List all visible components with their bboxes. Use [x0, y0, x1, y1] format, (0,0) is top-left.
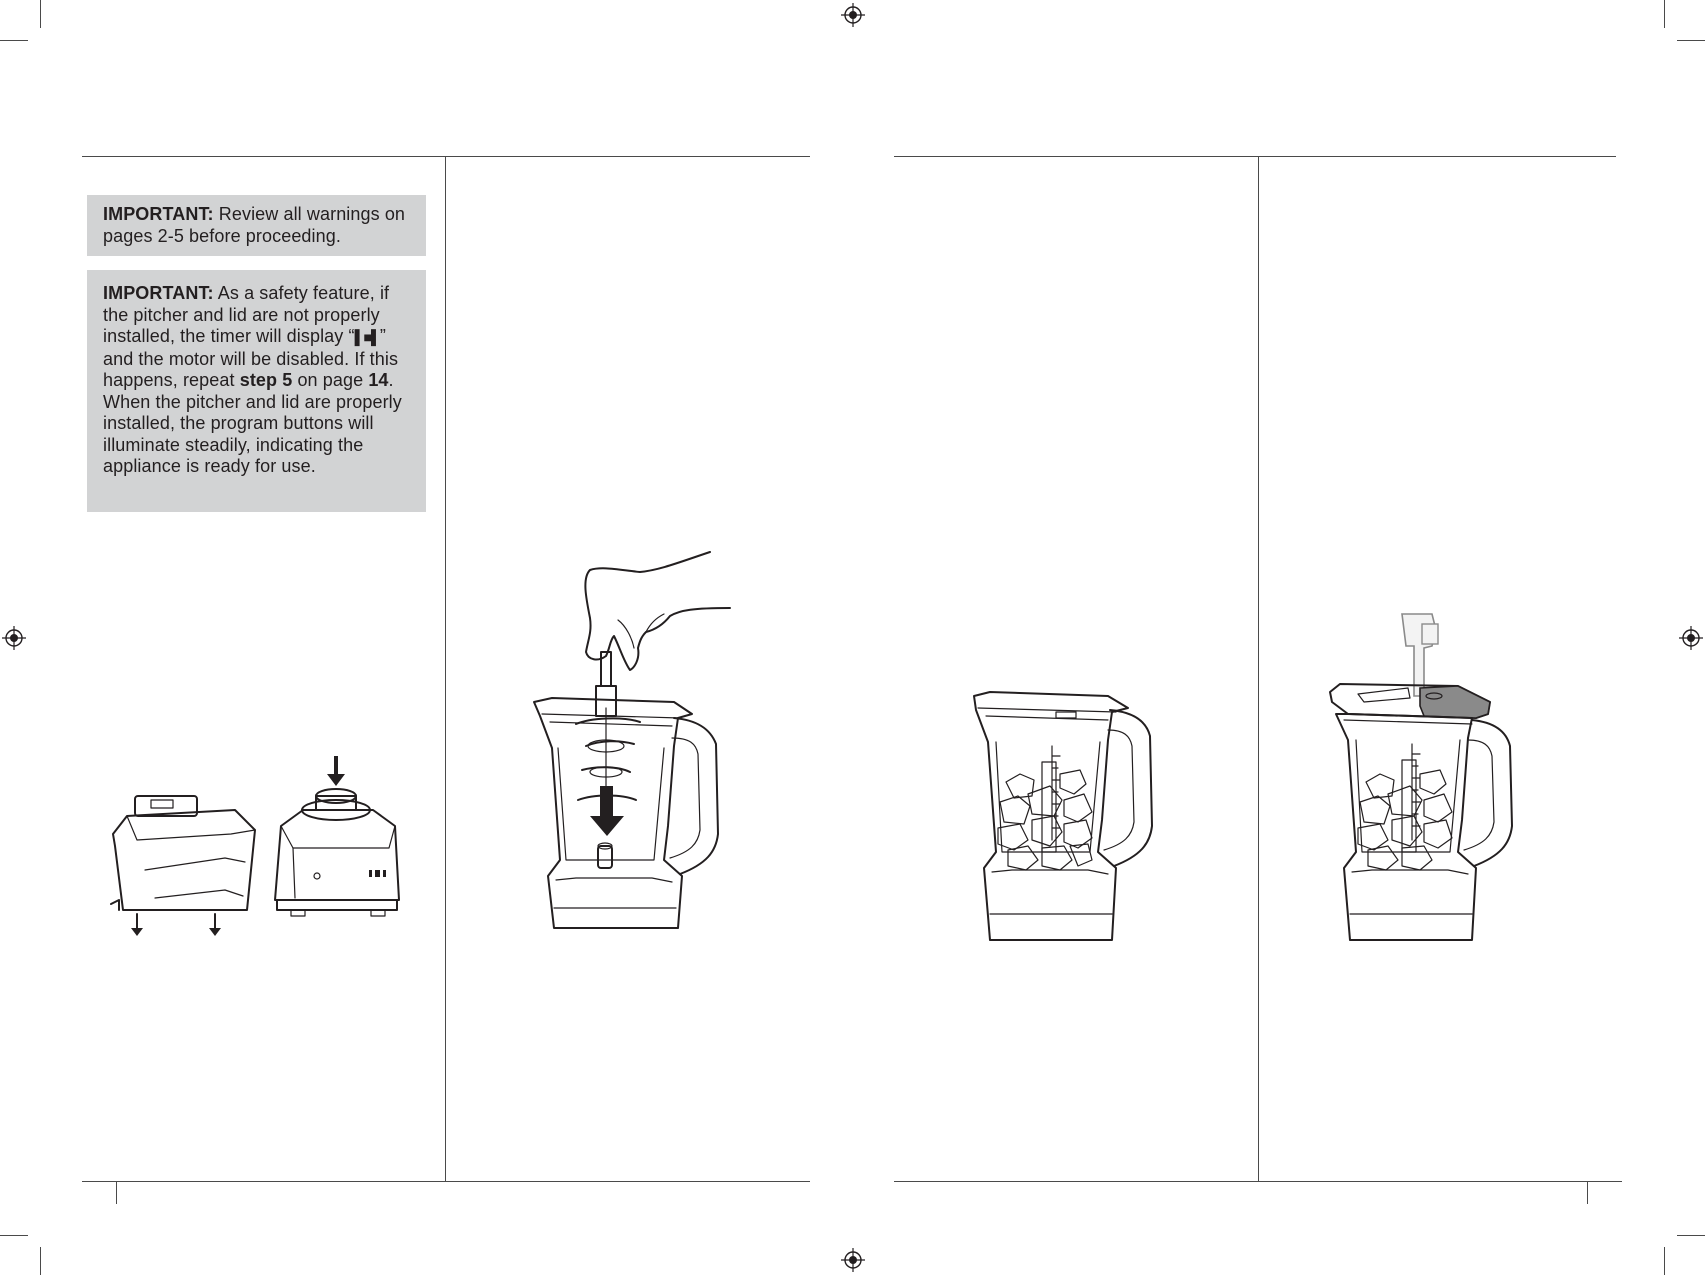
note-text: Review all warnings on pages 2-5 before … [103, 204, 406, 246]
top-rule-left [82, 156, 810, 157]
note-text: on page [292, 370, 369, 390]
pitcher-with-ice-icon [973, 691, 1153, 941]
top-rule-right [894, 156, 1616, 157]
important-warning-note: IMPORTANT: Review all warnings on pages … [87, 195, 426, 256]
motor-base-front-view [274, 756, 400, 917]
page-tick-left [116, 1182, 117, 1204]
registration-mark-icon [1679, 626, 1703, 650]
column-divider [1258, 157, 1259, 1181]
registration-mark-icon [841, 3, 865, 27]
bottom-rule-left [82, 1181, 810, 1182]
important-label: IMPORTANT: [103, 204, 214, 224]
motor-base-placement-icon [110, 756, 400, 936]
registration-mark-icon [841, 1248, 865, 1272]
column-divider [445, 157, 446, 1181]
step-reference: step 5 [239, 370, 293, 390]
important-safety-note: IMPORTANT: As a safety feature, if the p… [87, 270, 426, 512]
note-text: ” and the motor will be disabled. If thi… [103, 326, 399, 390]
note-text: . When the pitcher and lid are properly … [103, 370, 402, 476]
important-label: IMPORTANT: [103, 283, 214, 303]
blade-assembly-install-icon [533, 551, 731, 929]
pitcher-with-lid-icon [1329, 613, 1513, 941]
motor-base-side-view [110, 795, 256, 936]
note-text: As a safety feature, if the pitcher and … [103, 283, 390, 346]
registration-mark-icon [2, 626, 26, 650]
display-code-glyph: ▌■▌ [354, 329, 381, 345]
page-tick-right [1587, 1182, 1588, 1204]
bottom-rule-right [894, 1181, 1622, 1182]
page-reference: 14 [368, 370, 389, 390]
